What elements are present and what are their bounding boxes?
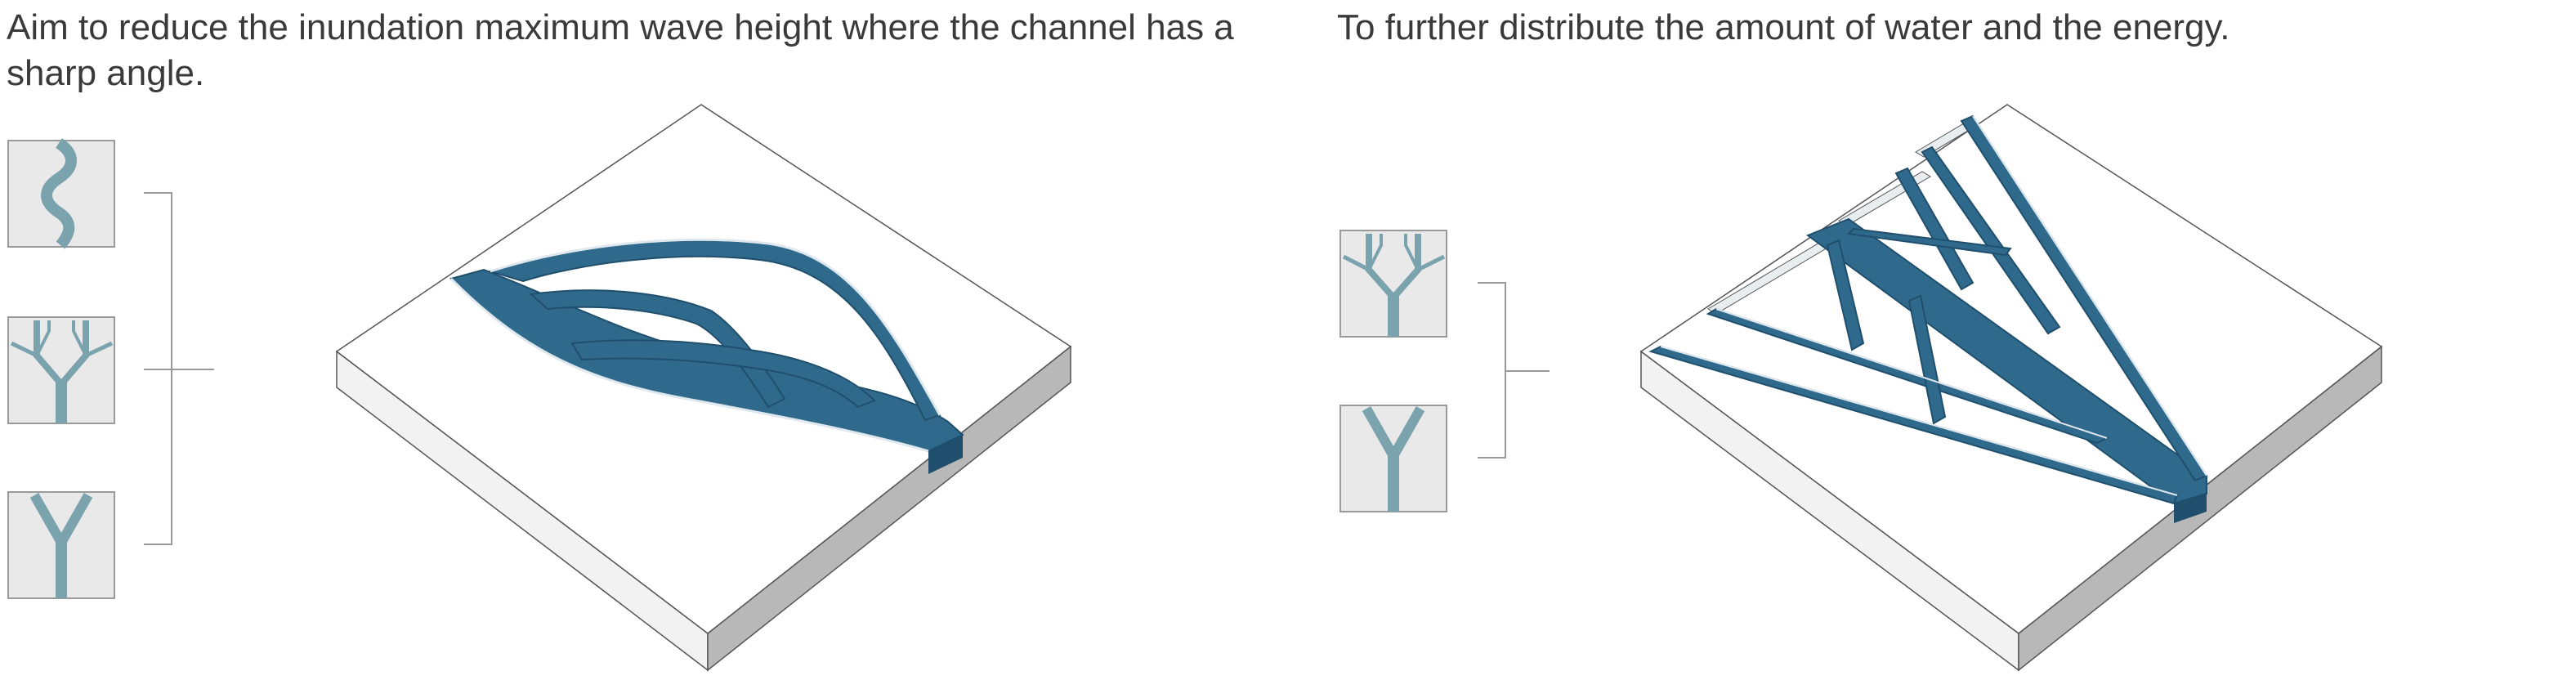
right-option-branching [1339,230,1447,338]
left-option-meander [7,138,115,249]
cross-channel-a [1826,239,1865,351]
cross-channel-c [1907,294,1947,425]
right-bracket [1478,282,1550,459]
cross-channel-b [1894,167,1974,291]
left-option-yfork [7,491,115,599]
left-panel-caption: Aim to reduce the inundation maximum wav… [7,7,1234,93]
short-terrace-channel [1846,227,2012,257]
upper-mid-distributary [1921,145,2061,335]
main-trunk-channel [1805,217,2207,505]
y-fork-channel-icon [29,493,93,598]
left-option-branching [7,316,115,424]
meander-channel-icon [41,138,77,249]
isometric-curved-braided-channel-model [335,104,1072,672]
right-option-yfork [1339,405,1447,512]
right-panel-caption: To further distribute the amount of wate… [1337,7,2230,47]
middle-branch-channel [529,289,786,409]
y-fork-channel-icon [1362,406,1425,512]
isometric-straight-distributary-channel-model [1639,104,2383,672]
branching-tree-channel-icon [1342,234,1446,337]
lower-arc-channel [570,339,876,409]
left-bracket [144,192,214,545]
branching-tree-channel-icon [10,320,114,423]
